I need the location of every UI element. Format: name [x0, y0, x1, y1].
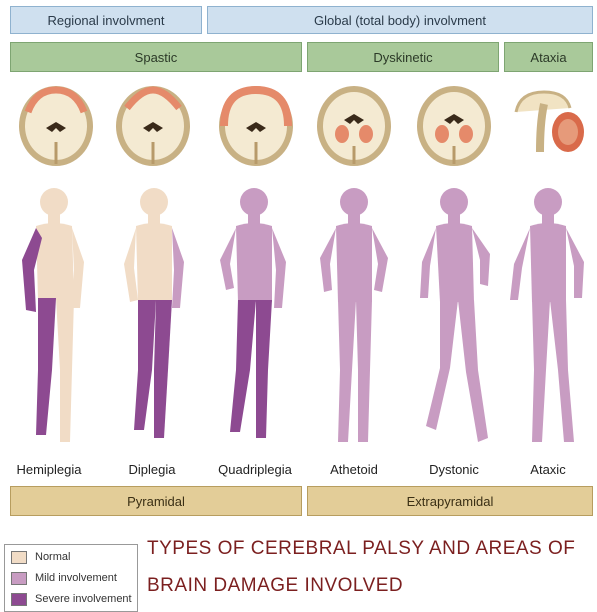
legend-item-mild: Mild involvement	[11, 569, 137, 587]
group-dyskinetic: Dyskinetic	[307, 42, 499, 72]
brain-quadriplegia-icon	[216, 82, 296, 170]
brain-hemiplegia-icon	[16, 82, 96, 170]
header-global: Global (total body) involvment	[207, 6, 593, 34]
figure-hemiplegia	[12, 180, 107, 455]
group-spastic: Spastic	[10, 42, 302, 72]
type-label-hemiplegia: Hemiplegia	[0, 462, 99, 477]
legend-swatch-normal	[11, 551, 27, 564]
caption: TYPES OF CEREBRAL PALSY AND AREAS OF BRA…	[147, 530, 587, 604]
header-regional: Regional involvment	[10, 6, 202, 34]
type-label-quadriplegia: Quadriplegia	[205, 462, 305, 477]
tract-pyramidal-label: Pyramidal	[127, 494, 185, 509]
type-label-ataxic: Ataxic	[498, 462, 597, 477]
figure-diplegia	[110, 180, 205, 455]
header-regional-label: Regional involvment	[47, 13, 164, 28]
legend-item-severe: Severe involvement	[11, 590, 137, 608]
tract-pyramidal: Pyramidal	[10, 486, 302, 516]
group-ataxia: Ataxia	[504, 42, 593, 72]
tract-extrapyramidal-label: Extrapyramidal	[407, 494, 494, 509]
legend-label-severe: Severe involvement	[35, 593, 132, 605]
group-ataxia-label: Ataxia	[530, 50, 566, 65]
type-label-dystonic: Dystonic	[404, 462, 504, 477]
figure-ataxic	[502, 180, 597, 455]
figure-quadriplegia	[208, 180, 303, 455]
group-dyskinetic-label: Dyskinetic	[373, 50, 432, 65]
tract-extrapyramidal: Extrapyramidal	[307, 486, 593, 516]
legend-item-normal: Normal	[11, 548, 137, 566]
figure-athetoid	[310, 180, 405, 455]
header-global-label: Global (total body) involvment	[314, 13, 486, 28]
figure-dystonic	[410, 180, 505, 455]
type-label-diplegia: Diplegia	[102, 462, 202, 477]
legend: Normal Mild involvement Severe involveme…	[4, 544, 138, 612]
legend-swatch-severe	[11, 593, 27, 606]
legend-label-mild: Mild involvement	[35, 572, 117, 584]
legend-label-normal: Normal	[35, 551, 70, 563]
brain-cerebellum-icon	[510, 82, 590, 170]
group-spastic-label: Spastic	[135, 50, 178, 65]
brain-dystonic-icon	[414, 82, 494, 170]
type-label-athetoid: Athetoid	[304, 462, 404, 477]
legend-swatch-mild	[11, 572, 27, 585]
brain-diplegia-icon	[113, 82, 193, 170]
brain-athetoid-icon	[314, 82, 394, 170]
